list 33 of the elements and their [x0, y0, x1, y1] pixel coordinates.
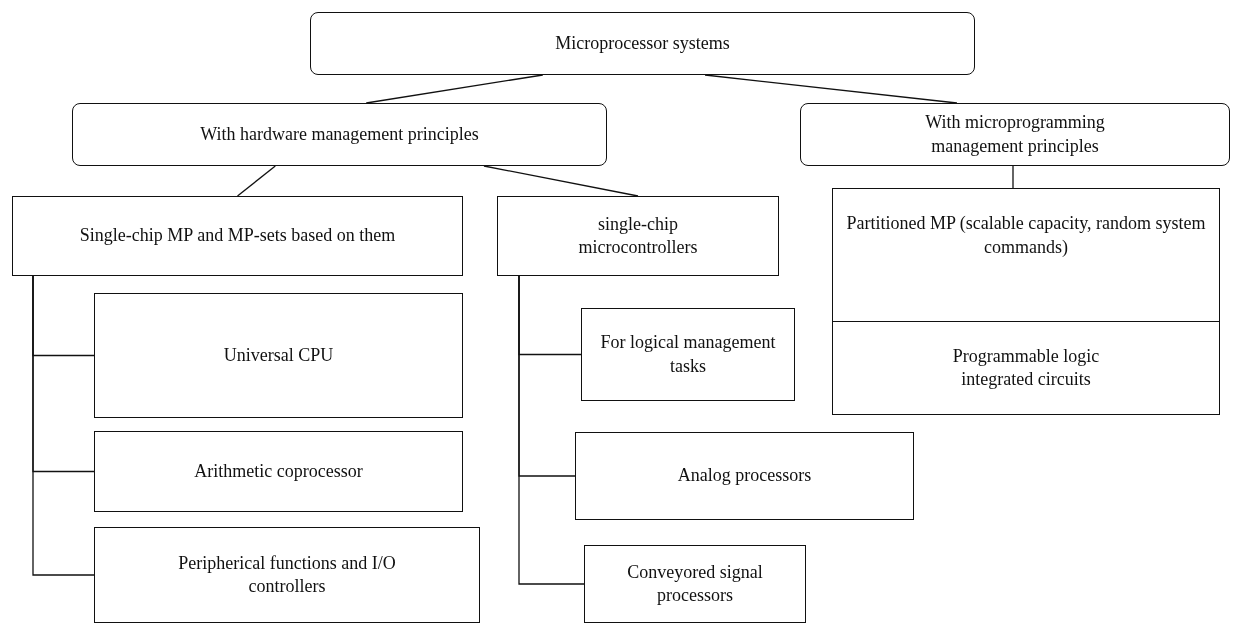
node-label: Universal CPU — [223, 343, 334, 367]
process-box — [12, 196, 463, 276]
connector-line — [1012, 165, 1014, 189]
rounded-box — [72, 103, 607, 166]
node-label: Arithmetic coprocessor — [194, 459, 363, 483]
connector-line — [518, 275, 585, 585]
process-box — [581, 308, 795, 401]
process-box — [832, 188, 1220, 323]
rounded-box — [800, 103, 1230, 166]
connector-line — [365, 74, 544, 104]
process-box — [584, 545, 806, 623]
process-box — [497, 196, 779, 276]
node-label: Conveyored signal processors — [626, 560, 764, 607]
node-label: Analog processors — [677, 464, 812, 488]
process-box — [94, 431, 463, 512]
node-label: Peripherical functions and I/O controllers — [177, 551, 397, 598]
process-box — [832, 321, 1220, 415]
rounded-box — [310, 12, 975, 75]
connector-line — [32, 275, 95, 576]
process-box — [94, 293, 463, 418]
node-label: single-chip microcontrollers — [577, 212, 699, 259]
node-label: With microprogramming management principles — [924, 111, 1106, 158]
node-label: Partitioned MP (scalable capacity, random system commands) — [845, 212, 1207, 259]
connector-line — [483, 165, 639, 197]
process-box — [94, 527, 480, 623]
node-label: For logical management tasks — [599, 331, 777, 378]
node-label: With hardware management principles — [200, 122, 479, 146]
node-label: Single-chip MP and MP-sets based on them — [79, 224, 396, 248]
node-label: Programmable logic integrated circuits — [951, 344, 1101, 391]
connector-line — [704, 74, 958, 104]
node-label: Microprocessor systems — [555, 31, 730, 55]
process-box — [575, 432, 914, 520]
connector-line — [236, 165, 276, 197]
